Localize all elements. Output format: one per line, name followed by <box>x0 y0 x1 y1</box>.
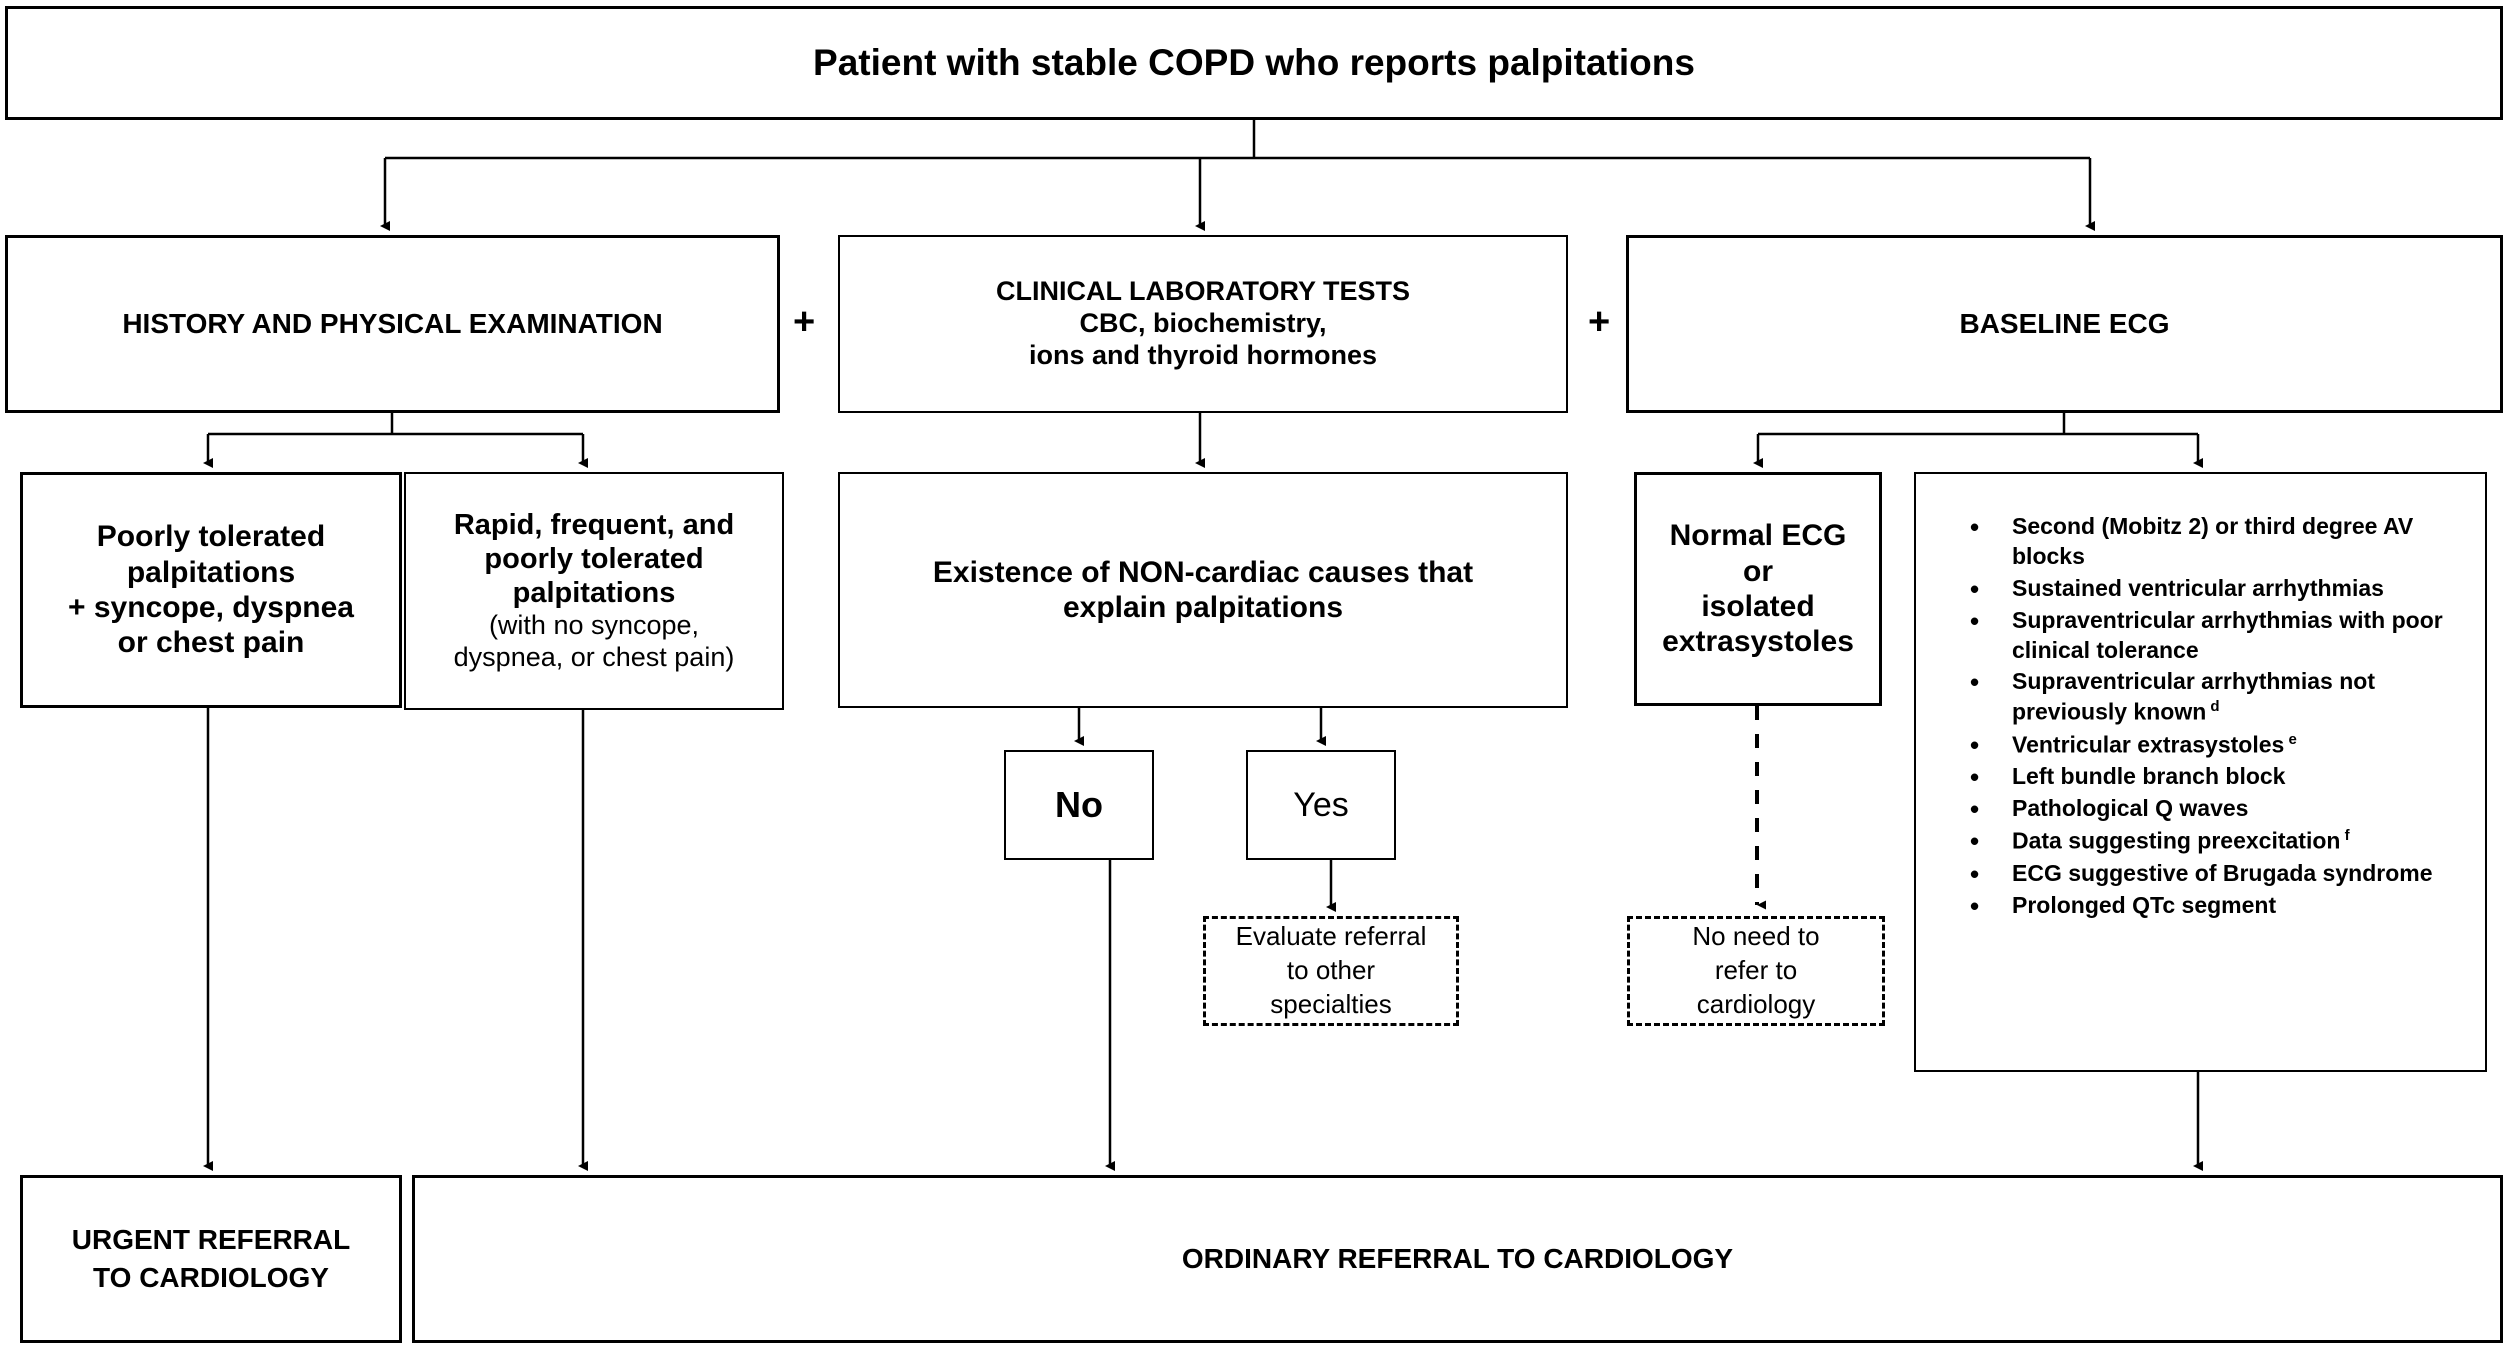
noncardiac-question-label: Existence of NON-cardiac causes that exp… <box>840 555 1566 626</box>
normal-ecg-label: Normal ECG or isolated extrasystoles <box>1637 518 1879 660</box>
rapid-line-3: palpitations <box>512 577 676 610</box>
ecg-finding-item: Second (Mobitz 2) or third degree AV blo… <box>1970 511 2471 572</box>
evaluate-line-3: specialties <box>1270 988 1392 1019</box>
ecg-finding-text: Ventricular extrasystoles <box>2012 731 2285 758</box>
ecg-finding-item: Pathological Q waves <box>1970 793 2471 827</box>
rapid-line-1: Rapid, frequent, and <box>453 508 735 541</box>
rapid-frequent-palpitations-box: Rapid, frequent, and poorly tolerated pa… <box>404 472 784 710</box>
poorly-line-2: palpitations <box>126 555 296 589</box>
no-need-line-2: refer to <box>1714 955 1798 986</box>
ecg-finding-footnote-marker: d <box>2206 698 2220 716</box>
lab-tests-label: CLINICAL LABORATORY TESTS CBC, biochemis… <box>840 276 1566 372</box>
page-title: Patient with stable COPD who reports pal… <box>813 42 1695 84</box>
no-need-line-1: No need to <box>1692 921 1820 952</box>
noncardiac-line-2: explain palpitations <box>1062 591 1344 624</box>
ordinary-referral-to-cardiology-box: ORDINARY REFERRAL TO CARDIOLOGY <box>412 1175 2503 1343</box>
evaluate-referral-label: Evaluate referral to other specialties <box>1206 920 1456 1021</box>
urgent-referral-to-cardiology-box: URGENT REFERRAL TO CARDIOLOGY <box>20 1175 402 1343</box>
ecg-finding-text: Left bundle branch block <box>2012 763 2286 790</box>
evaluate-line-2: to other <box>1286 955 1376 986</box>
poorly-tolerated-palpitations-box: Poorly tolerated palpitations + syncope,… <box>20 472 402 708</box>
ecg-finding-item: Supraventricular arrhythmias with poor c… <box>1970 605 2471 666</box>
ecg-finding-text: Data suggesting preexcitation <box>2012 827 2341 854</box>
evaluate-line-1: Evaluate referral <box>1235 921 1427 952</box>
ecg-finding-text: Second (Mobitz 2) or third degree AV blo… <box>2012 513 2414 569</box>
clinical-laboratory-tests-box: CLINICAL LABORATORY TESTS CBC, biochemis… <box>838 235 1568 413</box>
ecg-finding-footnote-marker: e <box>2284 730 2297 748</box>
normal-ecg-line-3: isolated <box>1701 590 1815 623</box>
rapid-sub-line-2: dyspnea, or chest pain) <box>453 642 735 673</box>
rapid-line-2: poorly tolerated <box>484 543 704 576</box>
normal-ecg-or-isolated-extrasystoles-box: Normal ECG or isolated extrasystoles <box>1634 472 1882 706</box>
plus-operator-2: + <box>1588 301 1611 343</box>
ecg-finding-text: Pathological Q waves <box>2012 795 2249 822</box>
answer-yes-box: Yes <box>1246 750 1396 860</box>
urgent-line-1: URGENT REFERRAL <box>71 1224 351 1256</box>
urgent-line-2: TO CARDIOLOGY <box>93 1262 329 1293</box>
ecg-finding-item: ECG suggestive of Brugada syndrome <box>1970 858 2471 892</box>
lab-tests-line-2: CBC, biochemistry, <box>1079 308 1327 339</box>
normal-ecg-line-1: Normal ECG <box>1669 519 1847 553</box>
lab-tests-line-3: ions and thyroid hormones <box>1028 339 1378 370</box>
poorly-line-1: Poorly tolerated <box>96 520 326 554</box>
normal-ecg-line-4: extrasystoles <box>1662 625 1854 659</box>
answer-yes-label: Yes <box>1293 785 1349 824</box>
history-label: HISTORY AND PHYSICAL EXAMINATION <box>122 308 663 340</box>
lab-tests-line-1: CLINICAL LABORATORY TESTS <box>995 276 1411 307</box>
plus-operator-1: + <box>793 301 816 343</box>
poorly-tolerated-label: Poorly tolerated palpitations + syncope,… <box>23 519 399 661</box>
evaluate-referral-other-specialties-box: Evaluate referral to other specialties <box>1203 916 1459 1026</box>
ecg-finding-text: Prolonged QTc segment <box>2012 891 2277 918</box>
poorly-line-3: + syncope, dyspnea <box>68 591 354 624</box>
answer-no-label: No <box>1055 783 1103 825</box>
noncardiac-causes-question-box: Existence of NON-cardiac causes that exp… <box>838 472 1568 708</box>
rapid-palpitations-label: Rapid, frequent, and poorly tolerated pa… <box>406 508 782 674</box>
ecg-findings-list: Second (Mobitz 2) or third degree AV blo… <box>1916 474 2485 924</box>
abnormal-ecg-findings-box: Second (Mobitz 2) or third degree AV blo… <box>1914 472 2487 1072</box>
urgent-referral-label: URGENT REFERRAL TO CARDIOLOGY <box>23 1221 399 1297</box>
ecg-finding-item: Left bundle branch block <box>1970 761 2471 795</box>
rapid-sub-line-1: (with no syncope, <box>488 610 700 641</box>
history-and-physical-examination-box: HISTORY AND PHYSICAL EXAMINATION <box>5 235 780 413</box>
ecg-finding-item: Data suggesting preexcitation f <box>1970 825 2471 858</box>
no-need-line-3: cardiology <box>1696 988 1816 1019</box>
ecg-finding-item: Prolonged QTc segment <box>1970 890 2471 924</box>
title-box: Patient with stable COPD who reports pal… <box>5 6 2503 120</box>
ecg-finding-item: Ventricular extrasystoles e <box>1970 729 2471 762</box>
ecg-finding-footnote-marker: f <box>2340 827 2350 845</box>
baseline-ecg-box: BASELINE ECG <box>1626 235 2503 413</box>
ecg-finding-text: Supraventricular arrhythmias with poor c… <box>2012 606 2443 663</box>
ecg-finding-text: Supraventricular arrhythmias not previou… <box>2012 668 2375 725</box>
normal-ecg-line-2: or <box>1743 554 1773 588</box>
ecg-finding-text: ECG suggestive of Brugada syndrome <box>2012 859 2433 886</box>
ecg-finding-item: Supraventricular arrhythmias not previou… <box>1970 666 2471 727</box>
ecg-finding-item: Sustained ventricular arrhythmias <box>1970 573 2471 607</box>
no-need-refer-label: No need to refer to cardiology <box>1630 920 1882 1021</box>
ordinary-referral-label: ORDINARY REFERRAL TO CARDIOLOGY <box>1181 1243 1734 1275</box>
answer-no-box: No <box>1004 750 1154 860</box>
baseline-ecg-label: BASELINE ECG <box>1959 308 2170 340</box>
no-need-to-refer-box: No need to refer to cardiology <box>1627 916 1885 1026</box>
poorly-line-4: or chest pain <box>117 626 305 660</box>
ecg-finding-text: Sustained ventricular arrhythmias <box>2012 574 2384 601</box>
noncardiac-line-1: Existence of NON-cardiac causes that <box>932 555 1474 589</box>
